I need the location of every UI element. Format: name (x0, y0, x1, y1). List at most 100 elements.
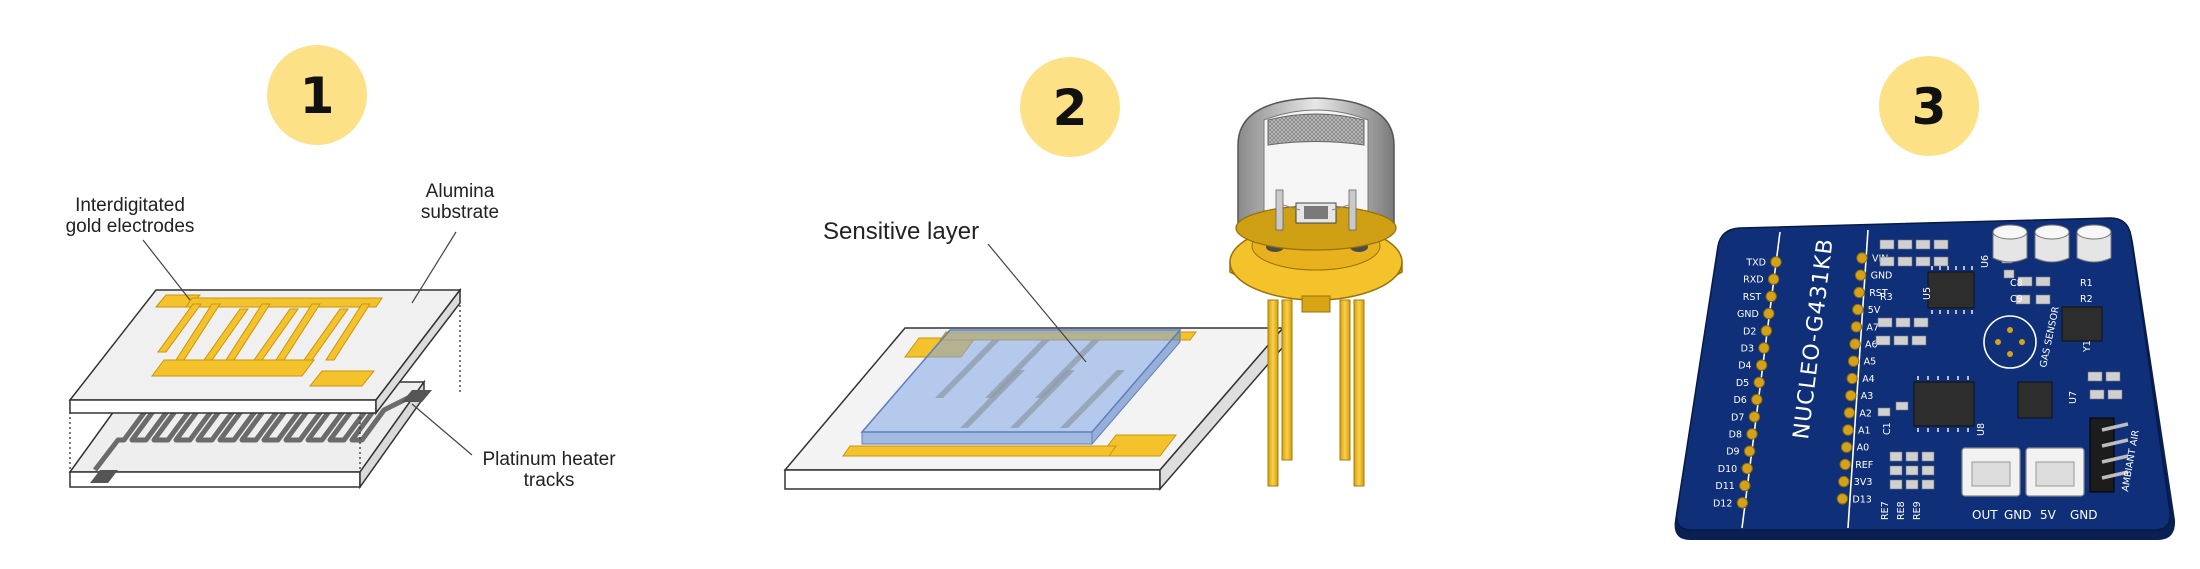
header-pin-pad (1765, 290, 1777, 303)
header-pin-pad (1836, 493, 1849, 505)
header-pin-pad (1856, 252, 1868, 264)
header-pin-label: D6 (1733, 395, 1746, 406)
connector-label: OUT (1972, 508, 1998, 522)
step-2-number: 2 (1053, 79, 1088, 137)
left-header-pads (1736, 256, 1782, 509)
header-pin-pad (1746, 428, 1758, 440)
header-pin-pad (1849, 338, 1861, 350)
pin-header (2089, 417, 2129, 493)
label-substrate-line1: Alumina (426, 181, 495, 202)
ref-designator: R2 (2080, 294, 2093, 305)
ref-designator: U7 (2068, 391, 2079, 404)
header-pin-label: D8 (1729, 430, 1742, 441)
connector-label: GND (2004, 508, 2032, 522)
header-pin-pad (1748, 411, 1761, 423)
panel-1: 1 (66, 45, 616, 491)
panel-1-leaders (142, 231, 473, 456)
header-pin-pad (1741, 462, 1753, 475)
header-pin-label: D9 (1726, 447, 1739, 458)
header-pin-pad (1751, 393, 1763, 406)
header-pin-label: A4 (1862, 374, 1875, 385)
header-pin-pad (1838, 475, 1850, 488)
header-pin-label: D11 (1715, 481, 1734, 492)
header-pin-label: A1 (1858, 426, 1871, 437)
header-pin-label: RXD (1743, 275, 1763, 286)
header-pin-label: D3 (1741, 344, 1754, 355)
ref-designator: R1 (2080, 278, 2093, 289)
header-pin-label: D10 (1718, 464, 1737, 475)
header-pin-label: 5V (1868, 305, 1881, 316)
header-pin-pad (1842, 424, 1854, 436)
header-pin-label: GND (1871, 271, 1893, 282)
header-pin-label: D7 (1731, 412, 1744, 423)
header-pin-pad (1840, 441, 1853, 453)
header-pin-label: D4 (1738, 361, 1751, 372)
header-pin-label: D2 (1743, 326, 1756, 337)
interdigitated-gold-electrodes (151, 294, 383, 387)
ref-designator: U5 (1922, 287, 1933, 300)
connector-label: GND (2070, 508, 2098, 522)
header-pin-label: REF (1855, 460, 1873, 471)
header-pin-pad (1854, 269, 1867, 281)
ref-designator: C8 (2010, 278, 2023, 289)
electrolytic-capacitors (1992, 224, 2112, 263)
ref-designator: RE9 (1912, 501, 1923, 520)
header-pin-label: TXD (1745, 258, 1766, 269)
header-pin-pad (1845, 389, 1857, 402)
step-3-badge: 3 (1879, 56, 1979, 156)
jst-connectors (1961, 447, 2085, 497)
ref-designator: R3 (1880, 292, 1893, 303)
connector-labels: OUT GND 5V GND (1972, 508, 2098, 522)
header-pin-label: D13 (1852, 494, 1871, 505)
header-pin-pad (1760, 325, 1773, 337)
header-pin-pad (1847, 355, 1860, 367)
sensitive-layer-leader (987, 243, 1087, 363)
header-pin-label: RST (1869, 288, 1888, 299)
header-pin-label: A3 (1861, 391, 1874, 402)
connector-label: 5V (2040, 508, 2057, 522)
header-pin-pad (1758, 342, 1770, 354)
header-pin-label: A6 (1865, 340, 1878, 351)
header-pin-pad (1739, 479, 1751, 492)
label-electrodes-line2: gold electrodes (66, 216, 195, 237)
label-heater-line2: tracks (524, 470, 575, 491)
ref-designator: U8 (1976, 423, 1987, 436)
header-pin-pad (1846, 372, 1858, 385)
panel-3: 3 TXDRXDRSTGNDD2D3D4D5D6D7D8D9D10D11D12 … (1674, 56, 2176, 540)
to-can-gas-sensor (1229, 97, 1403, 487)
ref-designator: C9 (2010, 294, 2023, 305)
header-pin-pad (1743, 445, 1756, 457)
header-pin-pad (1853, 286, 1865, 299)
ref-designator: RE7 (1880, 501, 1891, 520)
label-electrodes-line1: Interdigitated (75, 195, 185, 216)
header-pin-pad (1767, 273, 1780, 285)
header-pin-label: D12 (1713, 498, 1732, 509)
panel-2: 2 (783, 57, 1403, 492)
header-pin-pad (1763, 307, 1775, 320)
header-pin-pad (1843, 407, 1856, 419)
label-sensitive-layer: Sensitive layer (823, 218, 979, 245)
step-3-number: 3 (1912, 78, 1947, 136)
header-pin-label: 3V3 (1854, 477, 1873, 488)
header-pin-label: A7 (1866, 322, 1879, 333)
right-header-pads (1836, 252, 1868, 505)
header-pin-label: A2 (1859, 408, 1872, 419)
ref-designator: C1 (1882, 422, 1893, 435)
header-pin-pad (1755, 359, 1768, 371)
label-substrate-line2: substrate (421, 202, 499, 223)
ref-designator: Y1 (2082, 340, 2093, 353)
header-pin-pad (1850, 321, 1863, 333)
header-pin-label: GND (1737, 309, 1759, 320)
label-heater-line1: Platinum heater (482, 449, 616, 470)
sensitive-layer (860, 328, 1182, 446)
ref-designator: U6 (1980, 255, 1991, 268)
ref-designator: RE8 (1896, 501, 1907, 520)
header-pin-pad (1852, 303, 1864, 316)
header-pin-pad (1753, 376, 1765, 389)
step-1-number: 1 (300, 67, 335, 125)
header-pin-pad (1770, 256, 1782, 268)
step-1-badge: 1 (267, 45, 367, 145)
